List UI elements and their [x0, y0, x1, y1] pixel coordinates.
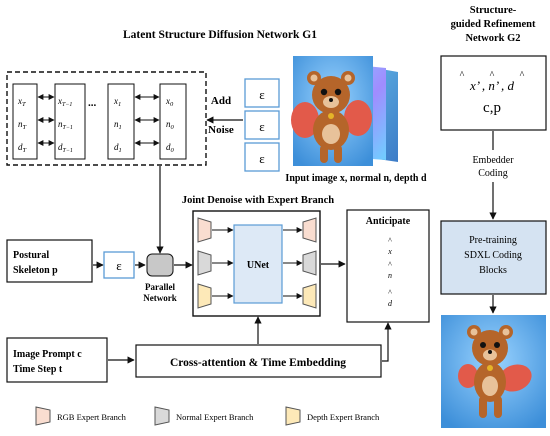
joint-denoise-title: Joint Denoise with Expert Branch [182, 195, 334, 206]
legend: RGB Expert Branch Normal Expert Branch D… [35, 406, 380, 426]
depth-expert-right [302, 283, 317, 309]
latent-d0: d0 [166, 142, 175, 154]
bear-image-icon [291, 56, 398, 166]
anticipate-hat-x: ^ [388, 236, 392, 245]
pretrain-label-2: SDXL Coding [464, 250, 522, 261]
cross-attention-label: Cross-attention & Time Embedding [170, 357, 346, 369]
g1-title: Latent Structure Diffusion Network G1 [123, 29, 317, 41]
parallel-label-2: Network [143, 293, 177, 303]
expert-branches-left [197, 217, 212, 309]
anticipate-items: ^ x ^ n ^ d [387, 236, 393, 308]
anticipate-hat-d: ^ [388, 288, 392, 297]
anticipate-n: n [388, 271, 392, 280]
unet-box [233, 224, 283, 304]
epsilon-box-1 [244, 78, 280, 108]
anticipate-title: Anticipate [366, 216, 411, 227]
latent-column-1: xT−1 nT−1 dT−1 [54, 83, 86, 160]
pretrain-label-3: Blocks [479, 265, 507, 276]
svg-text:^: ^ [520, 70, 525, 81]
latent-column-0: xT nT dT [12, 83, 38, 160]
epsilon-postural-box [103, 251, 135, 279]
legend-rgb-label: RGB Expert Branch [57, 412, 127, 422]
pretrain-label-1: Pre-training [469, 235, 517, 246]
add-noise-label-2: Noise [208, 124, 234, 136]
g2-outputs-box [440, 55, 547, 131]
depth-expert-left [197, 283, 212, 309]
g2-outputs-line2: c,p [483, 100, 501, 116]
legend-normal-label: Normal Expert Branch [176, 412, 254, 422]
svg-text:^: ^ [460, 70, 465, 81]
unet-label: UNet [247, 260, 270, 271]
legend-normal-swatch [154, 406, 170, 426]
epsilon-stack: ε ε ε [244, 78, 280, 172]
epsilon-box-3 [244, 142, 280, 172]
g2-title-1: Structure- [470, 5, 517, 16]
rgb-expert-right [302, 217, 317, 243]
postural-label-1: Postural [13, 250, 49, 261]
anticipate-box [346, 209, 430, 323]
latent-dashed-box [6, 71, 207, 166]
bear-output-icon [441, 315, 546, 428]
postural-label-2: Skeleton p [13, 265, 58, 276]
epsilon-label-3: ε [259, 151, 265, 166]
latent-xT: xT [17, 96, 26, 108]
anticipate-x: x [387, 247, 392, 256]
legend-depth-swatch [285, 406, 301, 426]
image-prompt-label-1: Image Prompt c [13, 349, 82, 360]
svg-text:^: ^ [490, 70, 495, 81]
add-noise-label-1: Add [211, 95, 231, 107]
latent-arrows [37, 94, 160, 146]
image-prompt-box [6, 337, 108, 383]
epsilon-label-2: ε [259, 119, 265, 134]
latent-nT: nT [18, 119, 27, 131]
embedder-label-1: Embedder [472, 155, 514, 166]
postural-skeleton-box [6, 239, 93, 283]
latent-n1: n1 [114, 119, 122, 131]
expert-unet-arrows [212, 227, 303, 299]
cross-to-anticipate-arrow [382, 322, 392, 362]
epsilon-label-1: ε [259, 87, 265, 102]
anticipate-d: d [388, 299, 393, 308]
latent-dots: ... [88, 97, 97, 109]
epsilon-box-2 [244, 110, 280, 140]
cross-attention-box [135, 344, 382, 378]
latent-column-3: x0 n0 d0 [159, 83, 187, 160]
latent-dT: dT [18, 142, 27, 154]
input-caption: Input image x, normal n, depth d [285, 173, 427, 184]
parallel-network-box [146, 253, 174, 277]
legend-depth-label: Depth Expert Branch [307, 412, 380, 422]
latent-d1: d1 [114, 142, 122, 154]
rgb-expert-left [197, 217, 212, 243]
parallel-label-1: Parallel [145, 282, 175, 292]
expert-branches-right [302, 217, 317, 309]
embedder-label-2: Coding [478, 168, 507, 179]
latent-column-2: x1 n1 d1 [107, 83, 135, 160]
pretrain-box [440, 220, 547, 295]
legend-rgb-swatch [35, 406, 51, 426]
normal-expert-right [302, 250, 317, 276]
latent-x0: x0 [165, 96, 174, 108]
image-prompt-label-2: Time Step t [13, 364, 63, 375]
latent-n0: n0 [166, 119, 175, 131]
g2-title-3: Network G2 [465, 33, 520, 44]
anticipate-hat-n: ^ [388, 260, 392, 269]
g2-hats: ^ ^ ^ [460, 70, 525, 81]
g2-outputs-line1: x’ , n’ , d [469, 78, 515, 93]
latent-x1: x1 [113, 96, 121, 108]
normal-expert-left [197, 250, 212, 276]
epsilon-postural-label: ε [116, 258, 122, 273]
g2-title-2: guided Refinement [451, 19, 536, 30]
